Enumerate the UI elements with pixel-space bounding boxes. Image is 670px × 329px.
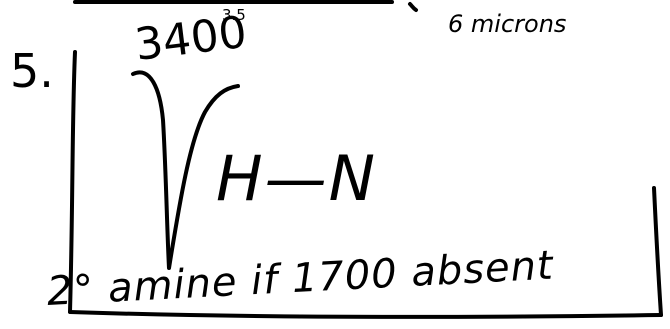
peak-microns-label: 3.5 [222, 6, 246, 24]
microns-note: 6 microns [448, 10, 567, 38]
box-bottom-edge [68, 310, 663, 319]
box-left-edge [68, 50, 77, 314]
bond-label: H—N [216, 142, 377, 215]
ir-peak-curve [131, 70, 240, 270]
problem-number: 5. [10, 44, 54, 98]
box-right-edge [408, 2, 663, 317]
